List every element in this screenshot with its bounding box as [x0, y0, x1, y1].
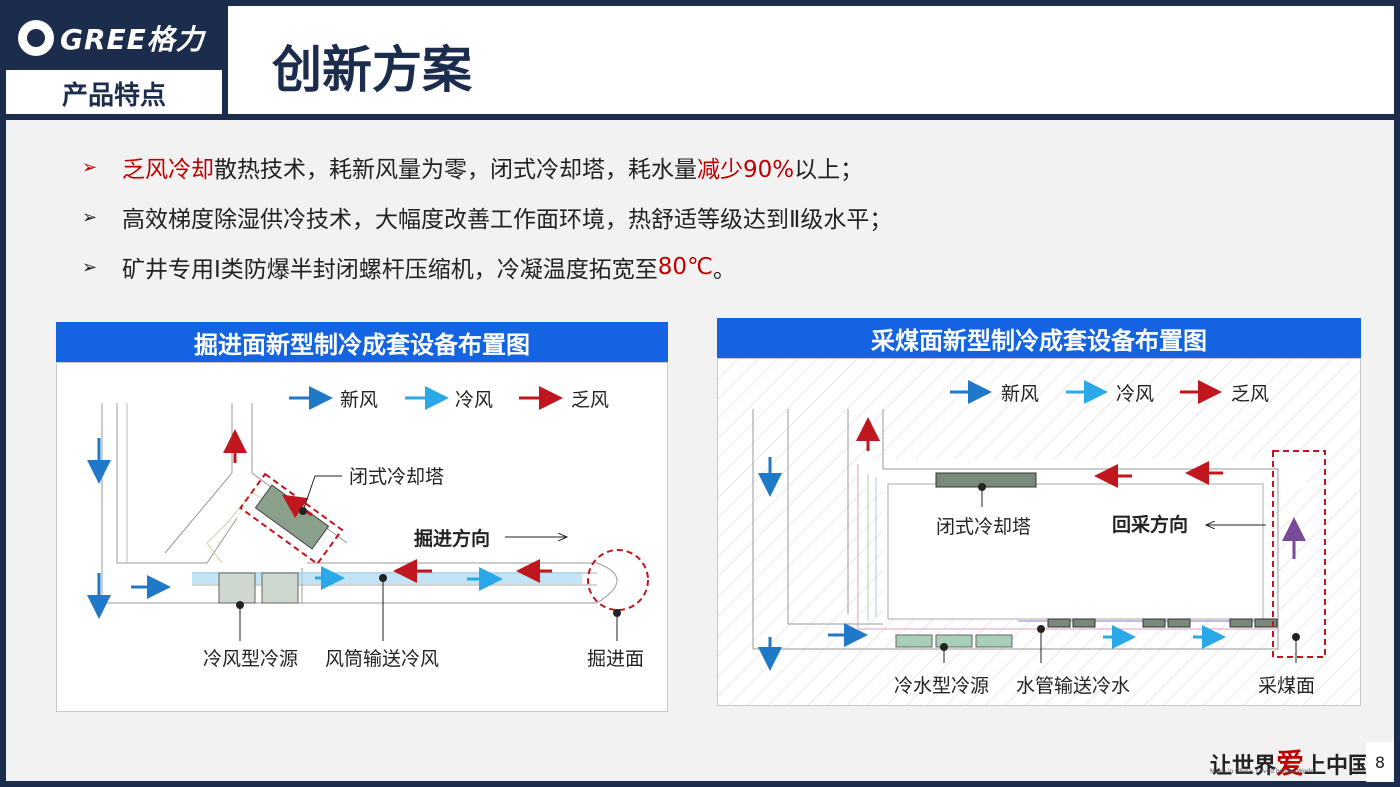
- left-panel-title: 掘进面新型制冷成套设备布置图: [56, 322, 668, 362]
- left-face-highlight: [587, 549, 649, 611]
- slogan-part-a: 让世界: [1210, 754, 1277, 779]
- brand-logo-text: GREE格力: [60, 23, 205, 56]
- left-legend-cold: 冷风: [455, 389, 493, 411]
- page-number: 8: [1366, 742, 1394, 782]
- bullet-list: ➢ 乏风冷却散热技术，耗新风量为零，闭式冷却塔，耗水量减少90%以上； ➢ 高效梯度除…: [82, 142, 892, 292]
- bullet-text: 以上；: [794, 157, 864, 183]
- right-label-pipe: 水管输送冷水: [1016, 675, 1130, 697]
- bullet-text: 乏风冷却: [122, 157, 214, 183]
- bullet-text: 80℃: [657, 254, 713, 280]
- title-area: 创新方案: [228, 6, 1394, 114]
- left-label-source: 冷风型冷源: [203, 648, 298, 670]
- left-label-duct: 风筒输送冷风: [325, 648, 439, 670]
- left-label-face: 掘进面: [587, 648, 644, 670]
- left-label-tower: 闭式冷却塔: [349, 466, 444, 488]
- left-diagram: 新风 冷风 乏风 闭式冷却塔 掘进方向 冷风型冷源 风筒输送冷风 掘进面: [56, 362, 668, 712]
- footer-slogan-sub: Make in China, Loved by the World: [1210, 768, 1315, 775]
- gree-logo-icon: [18, 20, 54, 56]
- left-label-direction: 掘进方向: [414, 527, 490, 550]
- right-legend-exhaust: 乏风: [1231, 383, 1269, 405]
- right-label-direction: 回采方向: [1112, 513, 1188, 536]
- right-label-source: 冷水型冷源: [894, 675, 989, 697]
- right-label-face: 采煤面: [1258, 675, 1315, 697]
- header-rule: [6, 114, 1394, 120]
- right-face-highlight: [1272, 450, 1326, 658]
- right-panel-title: 采煤面新型制冷成套设备布置图: [717, 318, 1361, 358]
- bullet-item: ➢ 乏风冷却散热技术，耗新风量为零，闭式冷却塔，耗水量减少90%以上；: [82, 142, 892, 192]
- bullet-marker-icon: ➢: [82, 206, 98, 228]
- bullet-item: ➢ 高效梯度除湿供冷技术，大幅度改善工作面环境，热舒适等级达到Ⅱ级水平；: [82, 192, 892, 242]
- footer-slogan: 让世界爱上中国造: [1210, 742, 1392, 782]
- bullet-text: 矿井专用Ⅰ类防爆半封闭螺杆压缩机，冷凝温度拓宽至: [122, 257, 658, 283]
- header-divider: [222, 6, 228, 116]
- bullet-marker-icon: ➢: [82, 156, 98, 178]
- section-label: 产品特点: [6, 70, 224, 116]
- right-legend-cold: 冷风: [1116, 383, 1154, 405]
- right-legend-fresh: 新风: [1001, 383, 1039, 405]
- slogan-part-b: 爱: [1276, 747, 1305, 780]
- left-diagram-svg: 新风 冷风 乏风 闭式冷却塔 掘进方向 冷风型冷源 风筒输送冷风 掘进面: [87, 386, 649, 670]
- bullet-text: 减少90%: [697, 157, 795, 183]
- bullet-text: 。: [712, 257, 736, 283]
- right-label-tower: 闭式冷却塔: [936, 516, 1031, 538]
- bullet-marker-icon: ➢: [82, 256, 98, 278]
- left-tower-highlight: [239, 472, 344, 566]
- left-legend-exhaust: 乏风: [571, 389, 609, 411]
- left-legend-fresh: 新风: [340, 389, 378, 411]
- page-title: 创新方案: [272, 41, 472, 99]
- brand-logo: GREE格力: [6, 6, 222, 70]
- right-diagram: 新风 冷风 乏风 闭式冷却塔 回采方向 冷水型冷源 水管输送冷水 采煤面: [717, 358, 1361, 706]
- bullet-text: 高效梯度除湿供冷技术，大幅度改善工作面环境，热舒适等级达到Ⅱ级水平；: [122, 207, 893, 233]
- bullet-text: 散热技术，耗新风量为零，闭式冷却塔，耗水量: [214, 157, 697, 183]
- right-diagram-svg: 新风 冷风 乏风 闭式冷却塔 回采方向 冷水型冷源 水管输送冷水 采煤面: [718, 359, 1360, 705]
